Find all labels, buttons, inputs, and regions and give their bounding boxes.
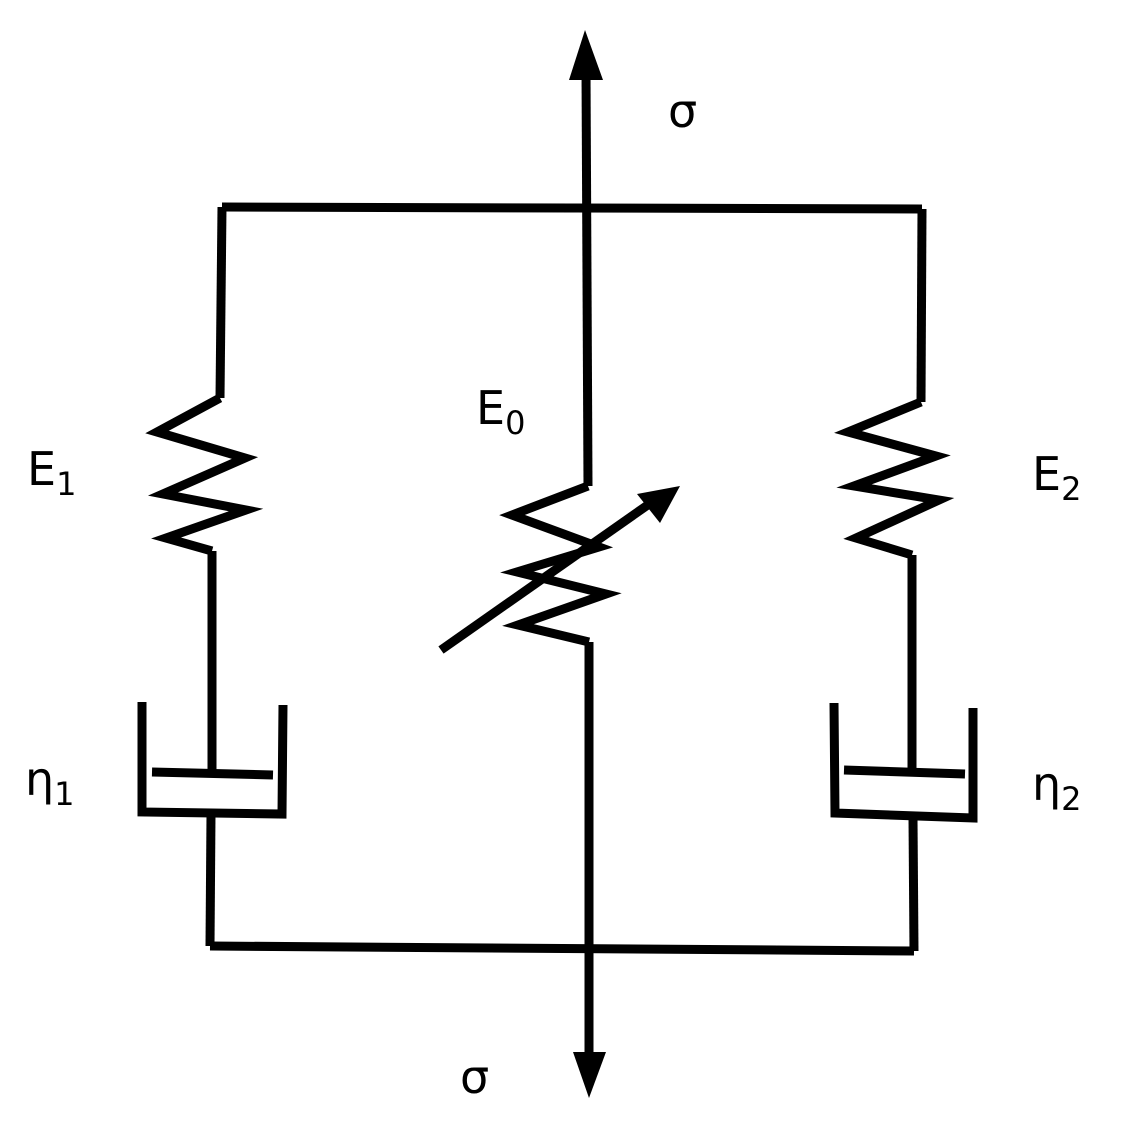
eta2-label-base: η [1032, 757, 1061, 811]
right-branch [829, 208, 978, 952]
right-branch-bottom-wire [908, 817, 919, 952]
top-bar [221, 202, 923, 214]
sigma-top-label: σ [668, 84, 697, 138]
dashpot-eta2-cup [829, 702, 978, 823]
eta2-label: η2 [1032, 757, 1082, 818]
e2-label-base: E [1032, 447, 1061, 501]
e0-label-base: E [476, 381, 505, 435]
eta2-label-sub: 2 [1061, 780, 1081, 818]
e1-label: E1 [27, 442, 76, 503]
frame [209, 202, 923, 956]
e2-label-sub: 2 [1061, 470, 1081, 508]
e0-label: E0 [476, 381, 525, 442]
dashpot-eta1-cup [137, 702, 288, 819]
dashpot-eta2-piston [843, 765, 966, 779]
dashpot-eta1 [137, 702, 288, 819]
e1-label-base: E [27, 442, 56, 496]
e1-label-sub: 1 [56, 465, 76, 503]
left-branch-bottom-wire [205, 813, 216, 947]
stress-axis-upper-line [581, 69, 593, 487]
eta1-label: η1 [25, 752, 75, 813]
labels: σ σ E0 E1 E2 η1 η2 [25, 84, 1082, 1104]
left-branch-top-wire [215, 206, 227, 399]
bottom-bar [209, 941, 915, 956]
spring-e1 [145, 394, 264, 556]
left-branch [137, 206, 288, 947]
dashpot-eta2 [829, 702, 978, 823]
stress-axis [569, 30, 606, 1098]
eta1-label-base: η [25, 752, 54, 806]
dashpot-eta1-piston [151, 767, 274, 780]
stress-arrow-up [569, 30, 603, 80]
sigma-bottom-label: σ [460, 1050, 489, 1104]
eta1-label-sub: 1 [54, 775, 74, 813]
spring-e2 [834, 397, 955, 560]
variable-spring-e0 [438, 481, 680, 654]
variable-arrow-line [438, 498, 655, 654]
e2-label: E2 [1032, 447, 1081, 508]
right-branch-top-wire [916, 208, 927, 403]
variable-arrow-head [637, 486, 680, 523]
e0-label-sub: 0 [505, 404, 525, 442]
spring-e0 [499, 481, 622, 647]
stress-arrow-down [573, 1052, 606, 1098]
